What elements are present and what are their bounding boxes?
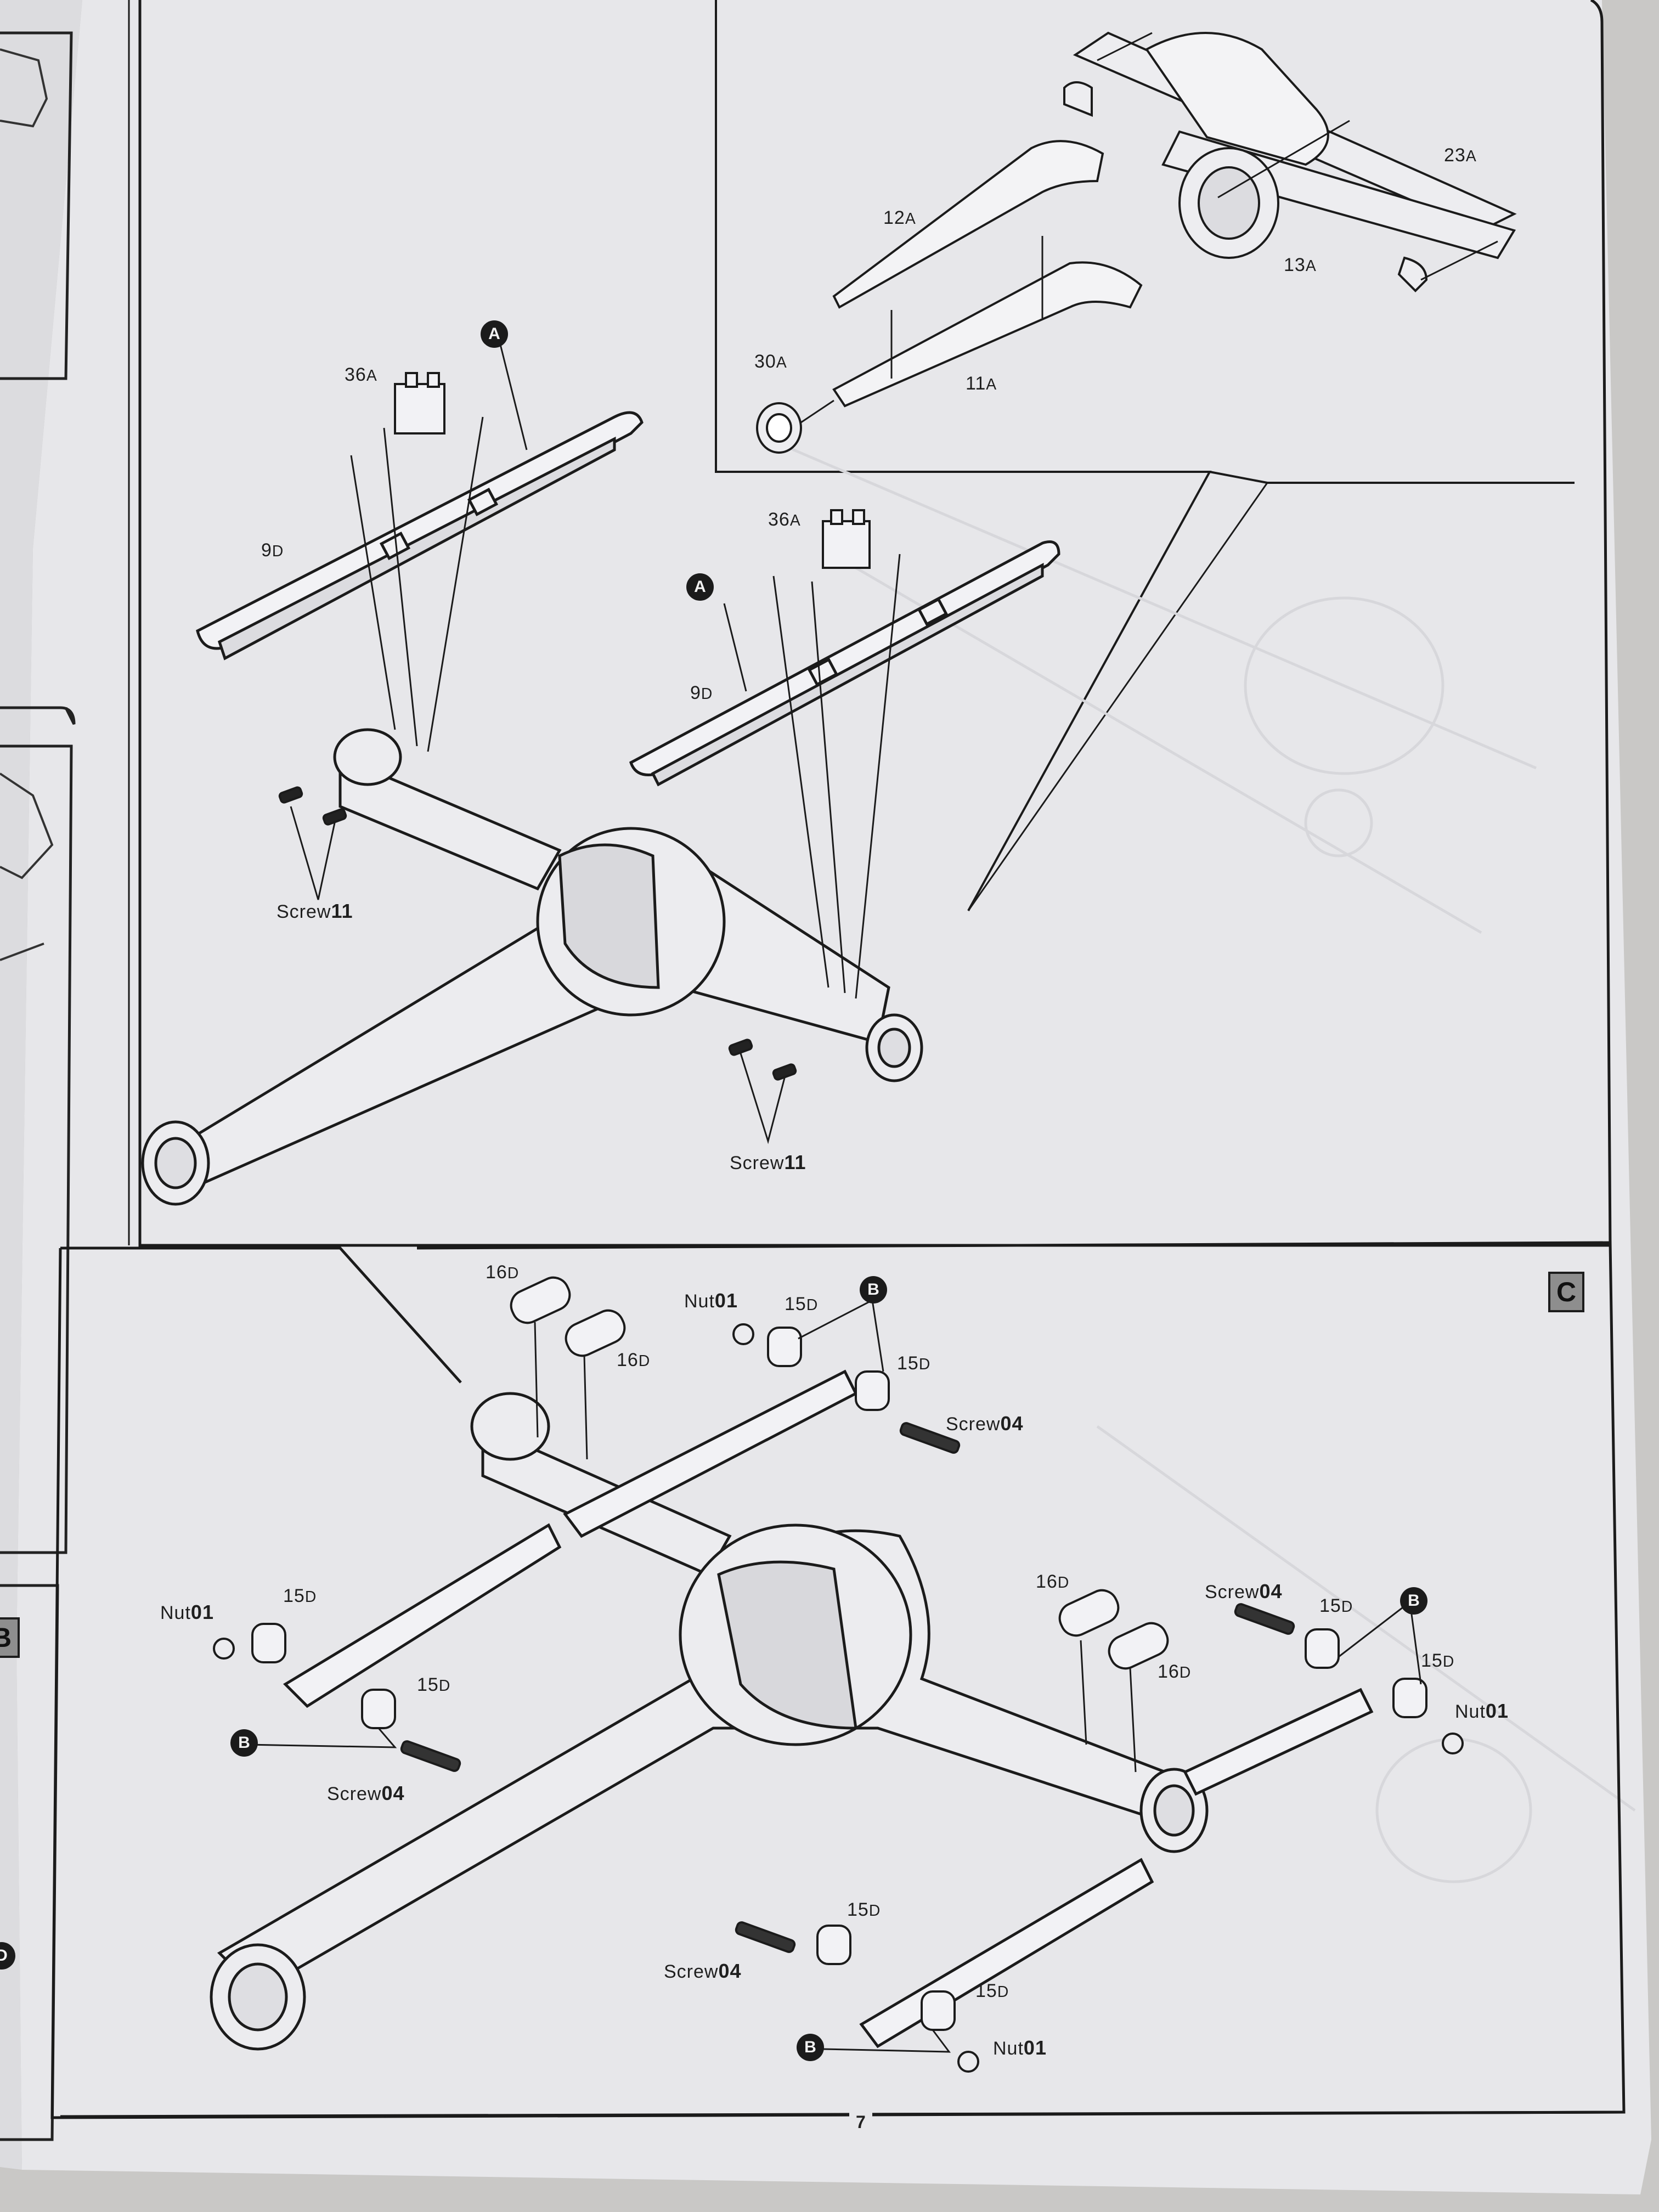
label-36a-right: 36A	[768, 509, 801, 530]
label-screw04-left: Screw04	[327, 1782, 405, 1804]
label-screw04-bottom: Screw04	[664, 1960, 742, 1982]
ghost-drawing	[768, 437, 1636, 1883]
assembly-arrows-top	[350, 340, 901, 999]
plates-16-bottom	[510, 1276, 1169, 1670]
axle-housing-bottom	[210, 1392, 1209, 2051]
bolts-bottom	[400, 1422, 1295, 1953]
label-23a: 23A	[1444, 145, 1477, 166]
callout-b-bottom: B	[797, 2034, 824, 2061]
label-9d-left: 9D	[261, 540, 284, 561]
label-16d-b: 16D	[617, 1350, 651, 1370]
inset-arrows	[800, 32, 1498, 424]
label-15d-bottom-b: 15D	[975, 1980, 1009, 2001]
label-15d-left-a: 15D	[283, 1585, 317, 1606]
page-number-rule	[60, 2111, 1624, 2118]
leader-lines-bottom	[246, 1299, 1422, 2053]
inset-hub-30	[756, 402, 802, 454]
callout-a-right: A	[686, 573, 714, 601]
label-13a: 13A	[1284, 255, 1317, 275]
left-panel-mid	[0, 706, 76, 1554]
label-16d-c: 16D	[1036, 1571, 1070, 1592]
spring-pad-36-left	[394, 372, 445, 435]
callout-b-right: B	[1400, 1587, 1427, 1615]
spring-pad-36-right	[822, 509, 871, 569]
step-b-label-left-page: B	[0, 1617, 20, 1658]
callout-a-left: A	[481, 320, 508, 348]
label-16d-a: 16D	[486, 1262, 520, 1283]
inset-axle-tube-12	[832, 140, 1104, 309]
label-screw11-left: Screw11	[276, 900, 353, 922]
label-nut01-left: Nut01	[160, 1601, 214, 1623]
label-36a-left: 36A	[345, 364, 377, 385]
label-15d-bottom-a: 15D	[847, 1899, 881, 1920]
label-16d-d: 16D	[1158, 1661, 1192, 1682]
left-page-strip	[0, 0, 82, 2170]
label-nut01-bottom: Nut01	[993, 2036, 1047, 2059]
label-15d-top-a: 15D	[785, 1294, 819, 1314]
leaf-spring-right-top	[629, 540, 1060, 787]
label-9d-right: 9D	[690, 682, 713, 703]
label-30a: 30A	[754, 351, 787, 372]
label-screw04-right: Screw04	[1205, 1580, 1283, 1602]
page-number: 7	[849, 2112, 872, 2132]
leaf-spring-left-top	[196, 411, 644, 661]
label-screw04-top: Screw04	[946, 1412, 1024, 1435]
label-15d-left-b: 15D	[417, 1674, 451, 1695]
inset-pointer-right	[967, 482, 1268, 911]
callout-b-top-right: B	[860, 1276, 887, 1304]
label-15d-right-b: 15D	[1421, 1650, 1455, 1671]
label-11a: 11A	[966, 373, 997, 394]
inset-axle-tube-11	[832, 261, 1143, 408]
callout-b-left: B	[230, 1729, 258, 1757]
nuts-bottom	[213, 1323, 1464, 2073]
label-nut01-right: Nut01	[1455, 1700, 1509, 1722]
left-panel-top	[0, 31, 73, 380]
step-c-label: C	[1548, 1272, 1584, 1312]
label-12a: 12A	[883, 207, 916, 228]
screws-top	[278, 786, 797, 1081]
inset-pointer-left	[967, 471, 1211, 911]
label-screw11-right: Screw11	[730, 1151, 806, 1173]
label-nut01-top: Nut01	[684, 1289, 738, 1312]
label-15d-top-b: 15D	[897, 1353, 931, 1374]
label-15d-right-a: 15D	[1319, 1595, 1353, 1616]
screw-leader-lines-top	[290, 806, 786, 1144]
shackles-15-bottom	[251, 1327, 1427, 2031]
left-page-fragment-drawing	[0, 48, 54, 961]
axle-housing-top	[141, 728, 923, 1206]
leaf-springs-bottom	[283, 1369, 1374, 2049]
inset-axle-housing	[1063, 31, 1517, 292]
